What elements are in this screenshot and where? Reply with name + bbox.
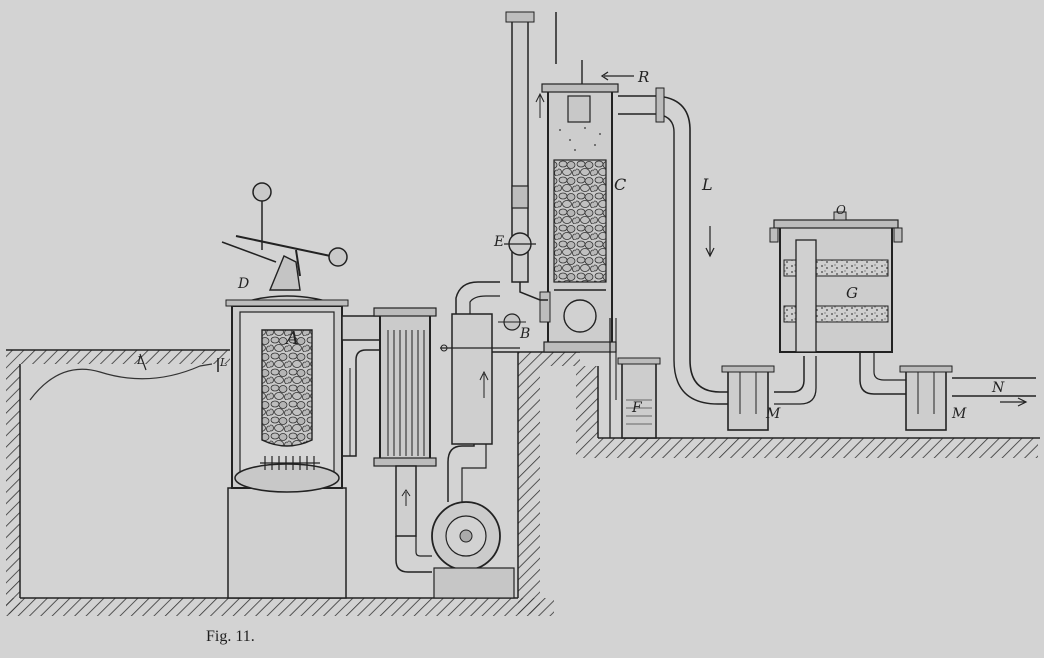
label-outlet-n: N <box>991 380 1005 396</box>
label-column-c: C <box>614 175 626 194</box>
generator-a <box>221 182 381 599</box>
label-pipe-l: L <box>701 175 713 194</box>
label-ground-l2: L <box>219 356 227 369</box>
scrubber-column <box>539 12 634 353</box>
label-valve-e: E <box>493 234 504 250</box>
figure-caption: Fig. 11. <box>206 628 255 645</box>
label-generator-a: A <box>284 328 299 349</box>
trap-m-1 <box>721 356 817 431</box>
vent-pipe <box>498 11 548 331</box>
blower <box>395 281 520 599</box>
trap-f <box>609 318 661 439</box>
label-trap-m-2: M <box>951 406 967 422</box>
pipe-l <box>618 87 730 405</box>
tube-cooler <box>373 307 437 537</box>
label-trap-m-1: M <box>765 406 781 422</box>
label-purifier-g: G <box>846 284 858 302</box>
label-lid-o: O <box>836 203 846 217</box>
grate-bars <box>260 456 320 470</box>
purifier-g <box>769 211 906 395</box>
label-inlet-r: R <box>637 68 649 86</box>
label-valve-b: B <box>519 326 530 342</box>
trap-m-2 <box>899 365 1036 431</box>
label-valve-d: D <box>237 276 249 292</box>
diagram-labels: A D C L R E B G O F M M N L L <box>136 68 1005 422</box>
label-trap-f: F <box>631 400 643 416</box>
ground-section <box>6 349 1040 616</box>
label-ground-l1: L <box>136 354 144 367</box>
